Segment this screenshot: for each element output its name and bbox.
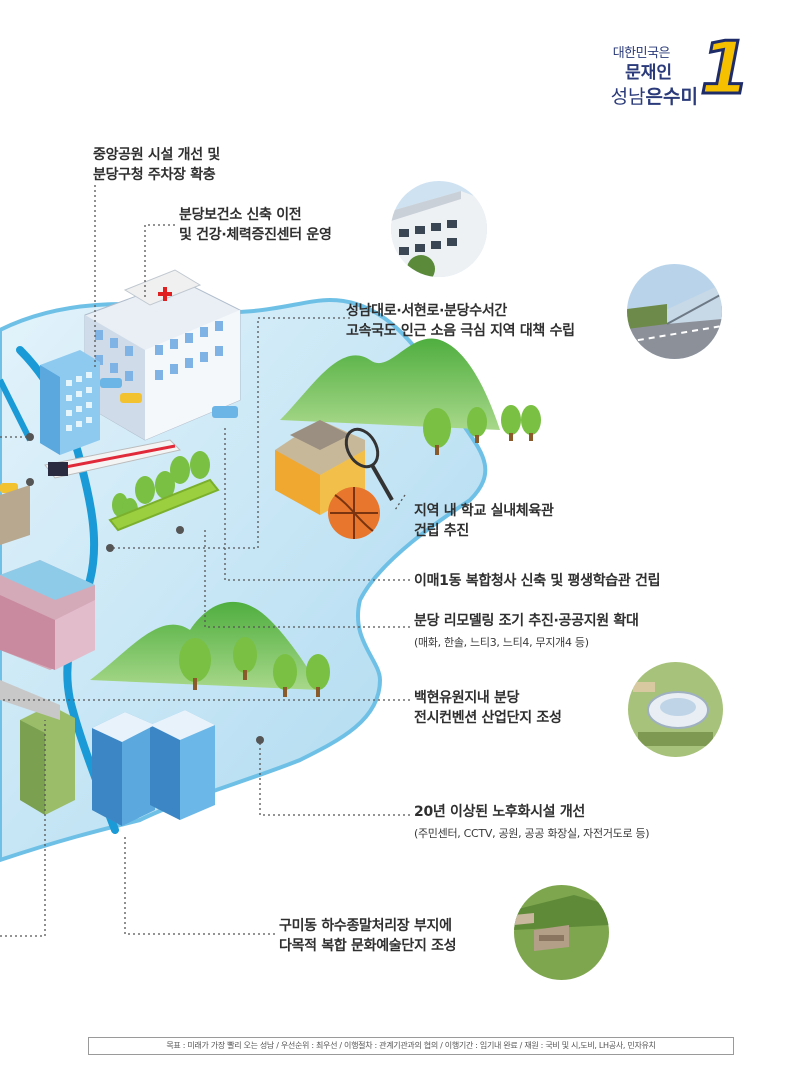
logo-line-3: 성남은수미	[611, 82, 698, 109]
pledge-9-line-2: 다목적 복합 문화예술단지 조성	[279, 938, 457, 954]
convention-building	[0, 560, 95, 670]
logo-candidate: 수미	[663, 86, 698, 108]
leader-lines	[0, 185, 410, 937]
pledge-3-line-2: 고속국도 인근 소음 극심 지역 대책 수립	[346, 323, 575, 339]
left-edge-building	[0, 485, 30, 545]
pledge-7-line-2: 전시컨벤션 산업단지 조성	[414, 710, 562, 726]
pledge-6-line-1: 분당 리모델링 조기 추진·공공지원 확대	[414, 613, 639, 629]
pledge-8-detail: (주민센터, CCTV, 공원, 공공 화장실, 자전거도로 등)	[414, 827, 650, 840]
pledge-9: 구미동 하수종말처리장 부지에 다목적 복합 문화예술단지 조성	[279, 916, 457, 956]
footer-summary: 목표 : 미래가 가장 빨리 오는 성남 / 우선순위 : 최우선 / 이행절차…	[88, 1037, 734, 1055]
campaign-logo: 대한민국은 문재인 성남은수미 1	[570, 31, 760, 116]
logo-candidate-name: 문재인	[625, 63, 672, 83]
health-center-photo	[391, 181, 487, 277]
trees	[112, 405, 541, 697]
pledge-2: 분당보건소 신축 이전 및 건강·체력증진센터 운영	[179, 205, 332, 245]
pledge-1-line-1: 중앙공원 시설 개선 및	[93, 147, 220, 163]
pledge-3-line-1: 성남대로·서현로·분당수서간	[346, 303, 507, 319]
logo-number: 1	[698, 26, 751, 110]
pledge-2-line-1: 분당보건소 신축 이전	[179, 207, 302, 223]
pledge-3: 성남대로·서현로·분당수서간 고속국도 인근 소음 극심 지역 대책 수립	[346, 301, 575, 341]
hill-top	[280, 338, 500, 430]
pledge-6-detail: (매화, 한솔, 느티3, 느티4, 무지개4 등)	[414, 636, 589, 649]
pledge-8: 20년 이상된 노후화시설 개선	[414, 802, 585, 822]
pledge-8-line-1: 20년 이상된 노후화시설 개선	[414, 804, 585, 820]
logo-particle: 은	[645, 86, 664, 108]
highway-photo	[627, 264, 722, 359]
logo-city: 성남	[610, 86, 646, 108]
pledge-6: 분당 리모델링 조기 추진·공공지원 확대	[414, 611, 639, 631]
gym-building	[275, 420, 394, 539]
train	[44, 439, 181, 479]
leader-dots	[26, 433, 264, 744]
pledge-9-line-1: 구미동 하수종말처리장 부지에	[279, 918, 452, 934]
pledge-4-line-2: 건립 추진	[414, 523, 469, 539]
pledge-5: 이매1동 복합청사 신축 및 평생학습관 건립	[414, 571, 660, 591]
pledge-1-line-2: 분당구청 주차장 확충	[93, 167, 216, 183]
sewage-site-photo	[514, 885, 609, 980]
pledge-1: 중앙공원 시설 개선 및 분당구청 주차장 확충	[93, 145, 220, 185]
pledge-7: 백현유원지내 분당 전시컨벤션 산업단지 조성	[414, 688, 562, 728]
logo-line-1: 대한민국은	[612, 46, 671, 61]
pledge-2-line-2: 및 건강·체력증진센터 운영	[179, 227, 332, 243]
pledge-7-line-1: 백현유원지내 분당	[414, 690, 520, 706]
cars	[0, 378, 238, 493]
pledge-4-line-1: 지역 내 학교 실내체육관	[414, 503, 554, 519]
convention-site-photo	[628, 662, 723, 757]
pledge-5-line-1: 이매1동 복합청사 신축 및 평생학습관 건립	[414, 573, 661, 589]
office-twin-buildings	[92, 710, 215, 826]
pledge-4: 지역 내 학교 실내체육관 건립 추진	[414, 501, 554, 541]
apartment-tower	[40, 350, 100, 455]
